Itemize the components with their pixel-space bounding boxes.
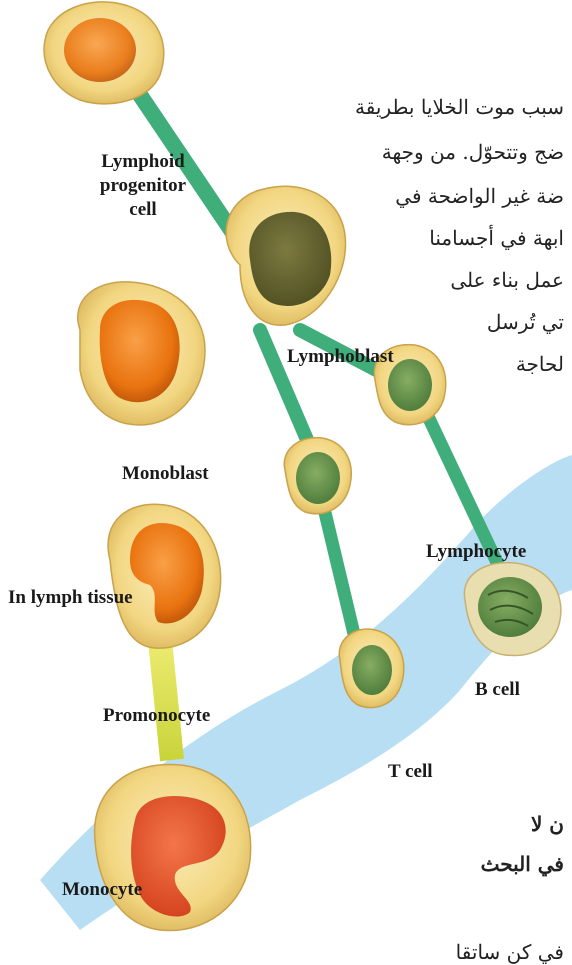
label-lymphoid-line3: cell	[78, 198, 208, 222]
arabic-text-line-8: ن لا	[531, 812, 564, 836]
lymphoid-progenitor-cell	[44, 2, 164, 104]
arabic-text-line-4: ابهة في أجسامنا	[429, 226, 564, 250]
label-t-cell: T cell	[388, 760, 433, 784]
lymphoblast-small-left	[284, 438, 351, 514]
arabic-text-line-1: سبب موت الخلايا بطريقة	[355, 95, 564, 119]
label-monoblast: Monoblast	[122, 462, 209, 486]
arabic-text-line-5: عمل بناء على	[450, 268, 564, 292]
label-lymphoid-progenitor-cell: Lymphoid progenitor cell	[78, 150, 208, 221]
label-lymphoid-line1: Lymphoid	[78, 150, 208, 174]
label-lymphoid-line2: progenitor	[78, 174, 208, 198]
label-b-cell: B cell	[475, 678, 520, 702]
label-in-lymph-tissue: In lymph tissue	[8, 586, 133, 610]
arabic-text-line-3: ضة غير الواضحة في	[395, 184, 564, 208]
arabic-text-line-9: في البحث	[481, 852, 564, 876]
monocyte-cell	[95, 764, 251, 930]
arabic-text-line-10: في كن ساتقا	[456, 940, 564, 964]
promonocyte-cell	[108, 504, 221, 648]
arabic-text-line-2: ضج وتتحوّل. من وجهة	[382, 140, 564, 164]
arabic-text-line-7: لحاجة	[516, 352, 564, 376]
arabic-text-line-6: تي تُرسل	[487, 310, 564, 334]
monoblast-cell	[78, 282, 205, 425]
label-monocyte: Monocyte	[62, 878, 142, 902]
t-cell	[339, 629, 403, 708]
lymphoblast-cell	[226, 186, 345, 325]
label-lymphocyte: Lymphocyte	[426, 540, 526, 564]
label-lymphoblast: Lymphoblast	[287, 345, 394, 369]
label-promonocyte: Promonocyte	[103, 704, 210, 728]
